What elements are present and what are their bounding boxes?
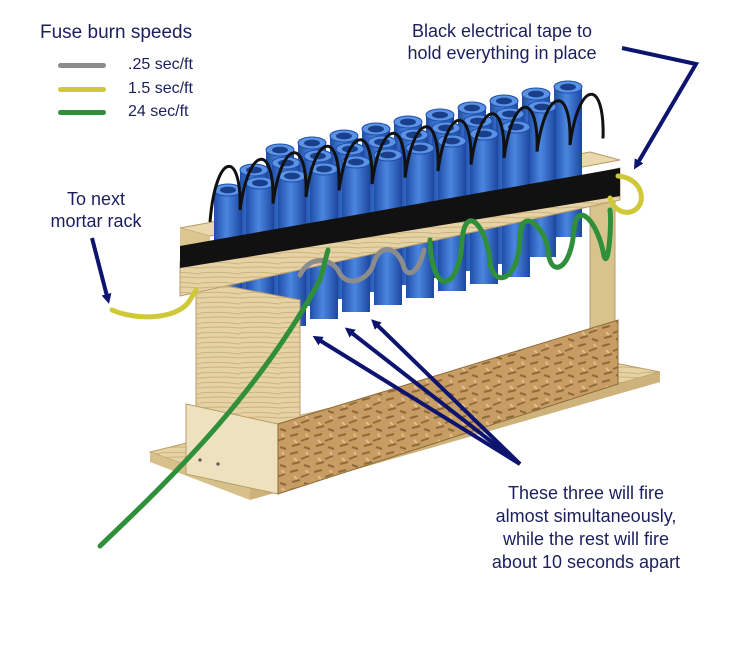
fuse-green: [97, 207, 614, 549]
legend-label: .25 sec/ft: [128, 56, 193, 73]
annotation-next-rack-line1: To next: [66, 189, 126, 209]
mortar-tube-bore: [272, 146, 288, 154]
fuse-loops-black: [208, 92, 605, 223]
mortar-tube-bore: [380, 151, 396, 159]
legend-item-green: 24 sec/ft: [58, 101, 188, 123]
annotation-simultaneous-line2: almost simultaneously,: [495, 506, 677, 526]
mortar-tube-bore: [476, 130, 492, 138]
mortar-tube-bore: [348, 158, 364, 166]
annotation-simultaneous-line3: while the rest will fire: [502, 529, 670, 549]
mortar-tube-bore: [560, 83, 576, 91]
fuse-yellow: [109, 173, 644, 320]
annotation-next-rack: To next mortar rack: [38, 188, 154, 232]
fuse-black: [208, 92, 605, 223]
fuse-grey: [297, 247, 427, 284]
legend-item-yellow: 1.5 sec/ft: [58, 78, 193, 100]
mortar-tube-bore: [304, 139, 320, 147]
annotation-simultaneous: These three will fire almost simultaneou…: [468, 482, 704, 574]
arrow-next-rack: [90, 237, 112, 304]
mortar-tube-bore: [496, 97, 512, 105]
mortar-tube-bore: [220, 186, 236, 194]
annotation-tape: Black electrical tape to hold everything…: [380, 20, 624, 64]
annotation-simultaneous-line4: about 10 seconds apart: [491, 552, 681, 572]
mortar-tube-bore: [316, 165, 332, 173]
legend-label: 1.5 sec/ft: [128, 80, 193, 97]
mortar-tube-bore: [528, 90, 544, 98]
annotation-tape-line2: hold everything in place: [407, 43, 597, 63]
mortar-tube-bore: [464, 104, 480, 112]
mortar-tube-bore: [400, 118, 416, 126]
legend-item-grey: .25 sec/ft: [58, 54, 193, 76]
annotation-tape-line1: Black electrical tape to: [411, 21, 593, 41]
legend-label: 24 sec/ft: [128, 103, 189, 120]
electrical-tape: [180, 168, 620, 268]
arrow-tape: [621, 46, 700, 170]
mortar-tube-bore: [432, 111, 448, 119]
mortar-tube-bore: [444, 137, 460, 145]
mortar-tube-bore: [252, 179, 268, 187]
arrows-simultaneous: [312, 319, 522, 466]
annotation-next-rack-line2: mortar rack: [50, 211, 142, 231]
legend-swatch-yellow: [58, 86, 106, 92]
mortar-tube-bore: [534, 103, 550, 111]
mortar-tube-bore: [284, 172, 300, 180]
mortar-tube-bore: [368, 125, 384, 133]
mortar-tube-bore: [336, 132, 352, 140]
legend-title: Fuse burn speeds: [40, 22, 193, 43]
legend-swatch-grey: [58, 62, 106, 68]
mortar-tube-bore: [412, 144, 428, 152]
annotation-simultaneous-line1: These three will fire: [507, 483, 665, 503]
legend-swatch-green: [58, 109, 106, 115]
